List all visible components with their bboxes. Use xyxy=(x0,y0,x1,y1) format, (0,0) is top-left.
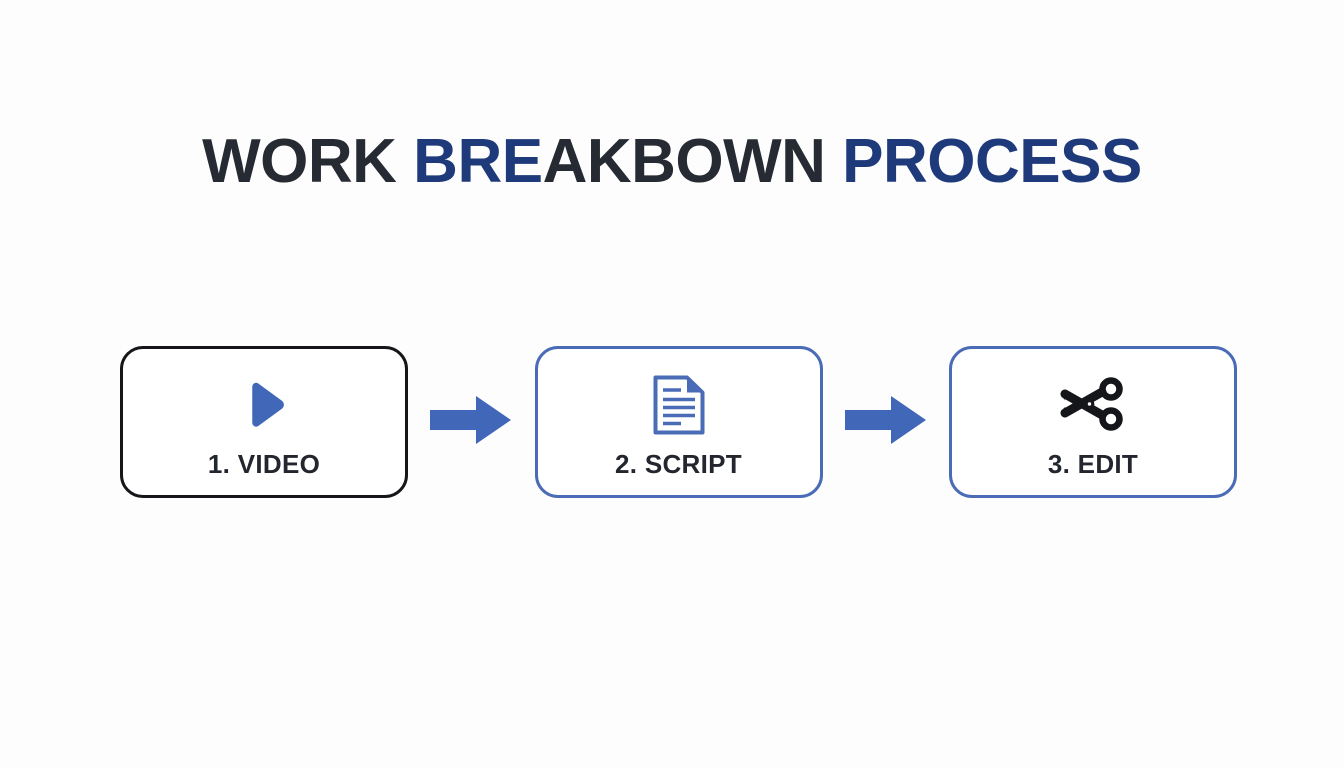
step-icon-slot-video xyxy=(236,365,292,449)
document-lines-icon xyxy=(651,374,707,441)
step-label-script: 2. SCRIPT xyxy=(615,449,742,479)
step-label-video: 1. VIDEO xyxy=(207,449,321,479)
title-segment-akbown: AKBOWN xyxy=(542,127,843,196)
scissors-icon xyxy=(1060,376,1126,438)
step-box-video[interactable]: 1. VIDEO xyxy=(120,346,408,498)
step-box-edit[interactable]: 3. EDIT xyxy=(949,346,1237,498)
title-segment-bre: BRE xyxy=(413,127,543,196)
title-segment-process: PROCESS xyxy=(842,127,1142,196)
arrow-right-icon xyxy=(430,394,512,451)
step-icon-slot-edit xyxy=(1060,365,1126,449)
title-segment-work: WORK xyxy=(202,127,414,196)
arrow-slot-1 xyxy=(423,394,519,450)
arrow-right-icon xyxy=(844,394,927,451)
page-title: WORK BREAKBOWN PROCESS xyxy=(0,126,1344,198)
step-box-script[interactable]: 2. SCRIPT xyxy=(534,346,823,498)
process-flow: 1. VIDEO xyxy=(120,344,1237,500)
play-triangle-icon xyxy=(236,377,292,438)
step-icon-slot-script xyxy=(651,365,707,449)
step-label-edit: 3. EDIT xyxy=(1047,449,1139,479)
arrow-slot-2 xyxy=(838,394,934,450)
